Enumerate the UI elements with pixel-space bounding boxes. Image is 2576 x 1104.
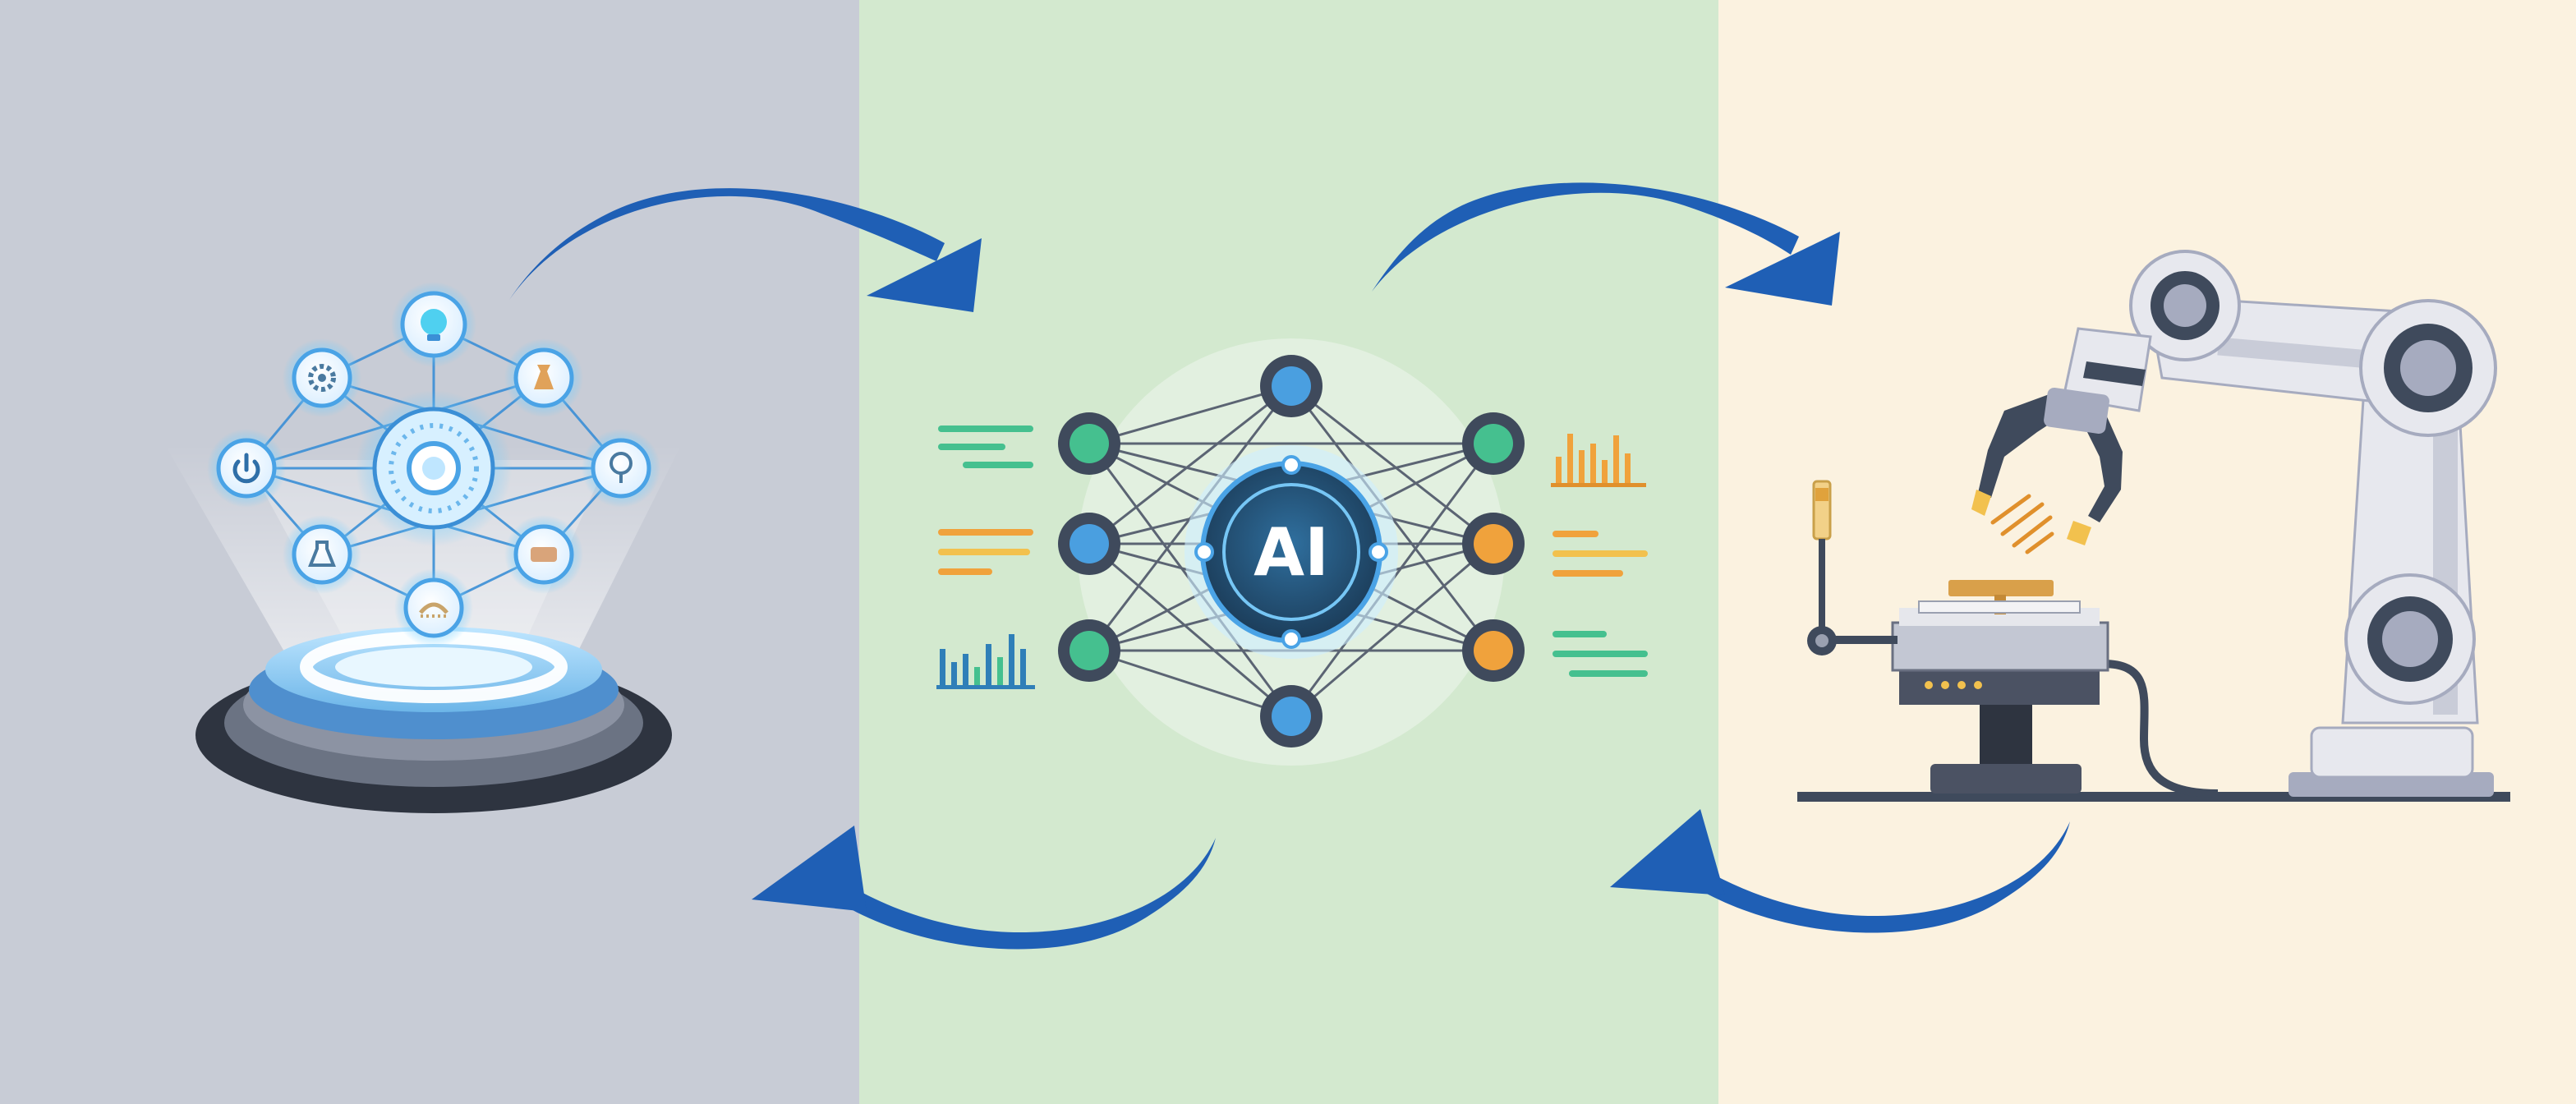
core-center [422,457,445,480]
arrow-bottom-right [1610,809,2070,933]
gripper-palm [2044,387,2109,435]
beaker-glyph [308,540,336,567]
bar-chart-icon [1551,434,1646,487]
neural-link [1290,542,1494,718]
neural-link [1290,384,1494,545]
arrow-top-left [509,188,982,312]
signal-beacon-icon [1807,480,1898,656]
arrow-head [1725,232,1840,306]
hologram-beam [164,444,682,657]
robot-base [2310,726,2474,779]
gripper-left-tip [1971,490,1991,516]
text-lines-icon [938,529,1033,575]
robot-joint-lower-cap [2382,611,2438,667]
tree-icon [582,429,660,508]
flask-glyph [534,365,554,389]
neural-link [1088,649,1292,718]
sensor-glyph [419,602,448,614]
arrow-body [1682,821,2070,933]
text-lines-icon [938,426,1033,468]
machine-platform-icon [1797,580,2510,802]
ai-core-badge: AI [1184,445,1398,659]
arrow-body [509,188,945,300]
spark-icon [1990,494,2054,554]
neural-network-icon: AI [1058,338,1525,766]
status-led [1957,681,1966,689]
experiment-icon [283,515,361,594]
sensor-icon [394,568,473,647]
status-led [1925,681,1933,689]
machine-upper [1891,621,2109,672]
device-glyph [531,547,557,562]
core-dots-ring [389,423,479,513]
machine-foot [1930,764,2082,794]
bar-chart-icon [936,634,1035,689]
text-lines-icon [1552,531,1648,577]
robot-arm-icon [2062,250,2497,797]
device-icon [504,515,583,594]
gear-glyph [308,364,336,392]
robot-wrist-band [2083,361,2146,386]
hologram-platform-icon [164,444,682,813]
robot-joint-wrist-cap [2164,284,2206,327]
arrow-body [828,838,1216,950]
idea-bulb-icon [391,282,476,367]
status-led [1941,681,1949,689]
node-ring [292,524,352,585]
arrow-head [1610,809,1725,895]
hidden-node-bottom [1260,685,1322,748]
hologram-beam-glow [246,460,608,641]
bulb-glyph [421,309,447,335]
robot-upper-arm-stripe [2217,337,2399,371]
robot-joint-upper-cap [2400,340,2456,396]
input-node [1058,513,1120,575]
hidden-node-top [1260,355,1322,417]
output-node [1462,513,1525,575]
neural-link [1088,542,1292,718]
text-lines-icon [1552,631,1648,677]
arrow-head [752,826,867,912]
arrow-head [867,238,982,312]
gear-icon [283,338,361,417]
machine-pedestal [1980,700,2032,769]
input-node [1058,619,1120,682]
output-node [1462,619,1525,682]
core-hub-icon [356,390,512,546]
gripper-right-tip [2067,521,2091,545]
ai-label: AI [1254,514,1329,591]
status-led [1974,681,1982,689]
gear-hub [318,374,326,382]
neural-link [1088,384,1292,545]
gripper-right-finger [2082,407,2123,522]
node-ring [403,577,464,638]
bulb-base [427,334,440,341]
node-ring [591,438,651,499]
workpiece-base [1918,600,2081,614]
machine-cable [2102,660,2219,798]
platform-inner [335,647,532,687]
power-arc [232,459,260,484]
flask-icon [504,338,583,417]
power-icon [207,429,286,508]
arrow-top-right [1372,182,1840,306]
neural-link [1088,384,1292,445]
workpiece-plate [1948,580,2054,596]
arrow-body [1372,182,1799,292]
arrow-bottom-left [752,826,1216,950]
output-node [1462,412,1525,475]
gripper-icon [1971,387,2123,545]
input-node [1058,412,1120,475]
